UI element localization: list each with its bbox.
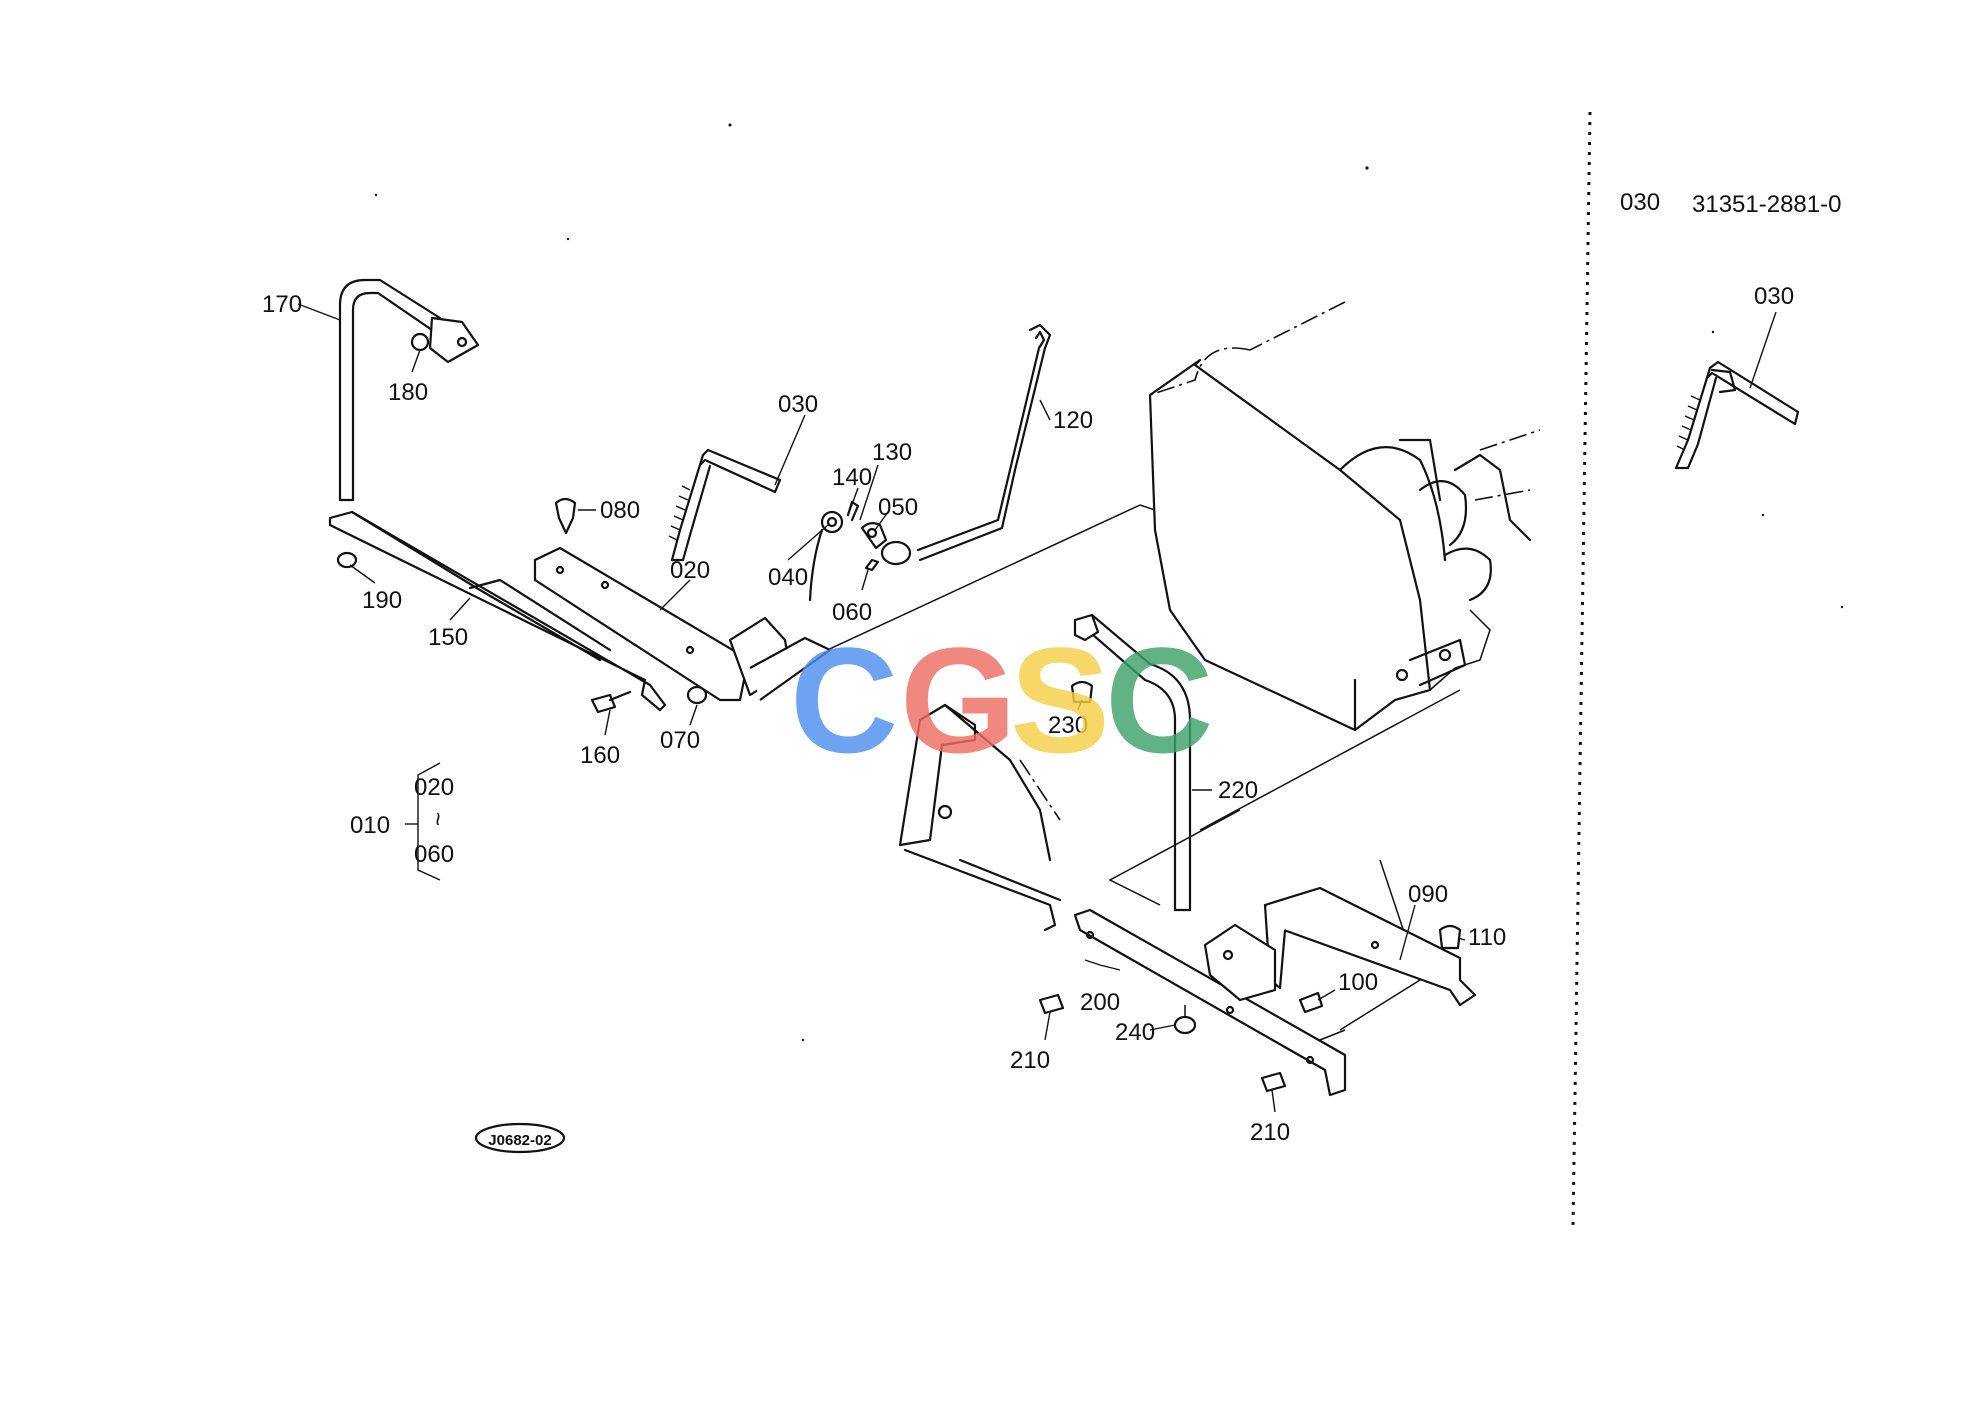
callout-210-left: 210 [1010,1047,1050,1074]
engine-outline [1148,301,1541,732]
part-170-guard-rod [338,278,480,502]
part-230-knob [1070,680,1094,704]
frame-side-bracket [898,703,1062,932]
callout-170: 170 [262,291,302,318]
callout-240: 240 [1115,1019,1155,1046]
callout-200: 200 [1080,989,1120,1016]
callout-080: 080 [600,497,640,524]
part-070-bolt [686,685,708,705]
part-030-ratchet-arm [668,448,782,562]
part-100-bolt [1298,991,1324,1014]
side-detail-label: 030 [1754,283,1794,310]
callout-220: 220 [1218,777,1258,804]
part-200-base-plate [1073,908,1347,1097]
callout-160: 160 [580,742,620,769]
watermark-letter-1: C [790,616,898,784]
side-detail-ratchet-arm [1674,360,1800,470]
callout-180: 180 [388,379,428,406]
callout-110: 110 [1468,924,1506,951]
scan-specks [374,123,1844,1042]
callout-060: 060 [832,599,872,626]
part-160-bolt [590,690,632,714]
part-110-knob [1438,924,1462,950]
part-040-spring [808,510,844,602]
part-210-bolt-a [1038,993,1065,1015]
part-140-clip [846,500,860,522]
part-190-nut [336,551,358,569]
watermark-letter-2: G [900,616,1017,784]
watermark-letter-4: C [1105,616,1213,784]
part-120-rod [880,323,1052,566]
callout-230: 230 [1048,712,1088,739]
assembly-parent-label: 010 [350,812,390,839]
part-080-knob [554,497,577,535]
callout-140: 140 [832,464,872,491]
side-item-no: 030 [1620,189,1660,216]
part-210-bolt-b [1260,1071,1287,1093]
leader-lines [297,303,1466,1113]
assembly-group-010: 010 020 ~ 060 [350,774,454,868]
callout-100: 100 [1338,969,1378,996]
part-060-pin [864,558,880,572]
callout-150: 150 [428,624,468,651]
callout-190: 190 [362,587,402,614]
callout-090: 090 [1408,881,1448,908]
callout-120: 120 [1053,407,1093,434]
assembly-from-label: 020 [414,774,454,801]
drawing-code-text: J0682-02 [488,1132,551,1149]
part-220-guard-rod [1073,613,1192,912]
side-panel: 030 31351-2881-0 030 [1571,111,1841,1226]
callout-labels: 170 180 030 120 130 140 080 050 020 040 … [262,291,1506,1146]
callout-070: 070 [660,727,700,754]
assembly-to-label: 060 [414,841,454,868]
part-240-nut [1173,1005,1197,1035]
side-part-number: 31351-2881-0 [1692,191,1841,218]
part-050-pin [860,521,888,550]
callout-050: 050 [878,494,918,521]
part-090-bracket [1203,886,1477,1007]
callout-210-right: 210 [1250,1119,1290,1146]
watermark-letter-3: S [1010,616,1110,784]
callout-130: 130 [872,439,912,466]
callout-040: 040 [768,564,808,591]
assembly-tilde: ~ [424,812,451,826]
part-150-plate [328,510,667,712]
drawing-code-badge: J0682-02 [474,1122,566,1154]
callout-020: 020 [670,557,710,584]
assembly-group-bracket [405,762,441,881]
watermark: C G S C [790,616,1213,784]
callout-030: 030 [778,391,818,418]
part-020-bracket [533,546,832,702]
side-panel-divider [1571,111,1592,1226]
part-180-nut [410,332,430,352]
